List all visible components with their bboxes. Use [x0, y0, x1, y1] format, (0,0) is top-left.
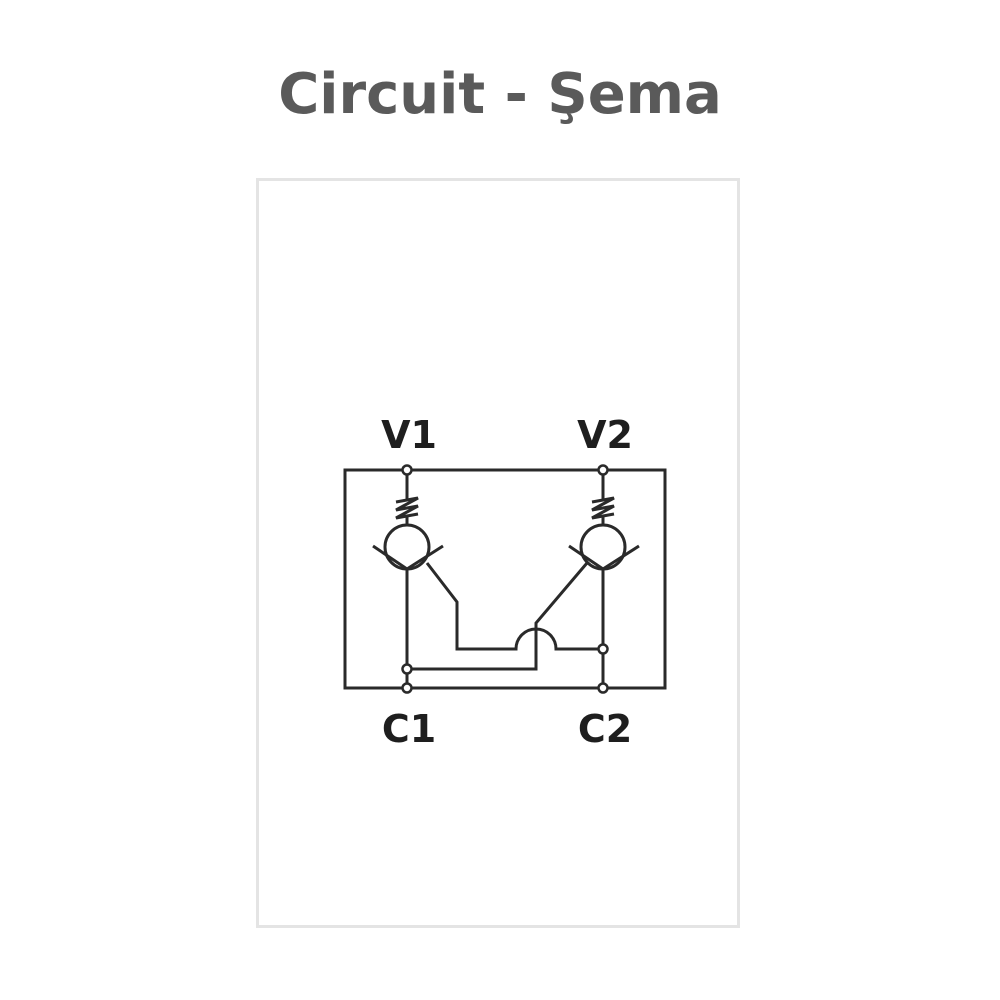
port-label-v1: V1 [381, 413, 437, 457]
port-label-c1: C1 [382, 707, 436, 751]
valve-block-outline [343, 468, 667, 690]
pilot-line-right [407, 562, 589, 671]
pilot-line-left [425, 562, 603, 651]
junction-nodes [401, 464, 609, 694]
diagram-panel [256, 178, 740, 928]
check-valve-left [372, 470, 444, 688]
spring-left-icon [395, 496, 419, 520]
page-title: Circuit - Şema [278, 62, 722, 127]
port-label-c2: C2 [578, 707, 632, 751]
spring-right-icon [591, 496, 615, 520]
port-label-v2: V2 [577, 413, 633, 457]
check-valve-right [568, 470, 640, 688]
